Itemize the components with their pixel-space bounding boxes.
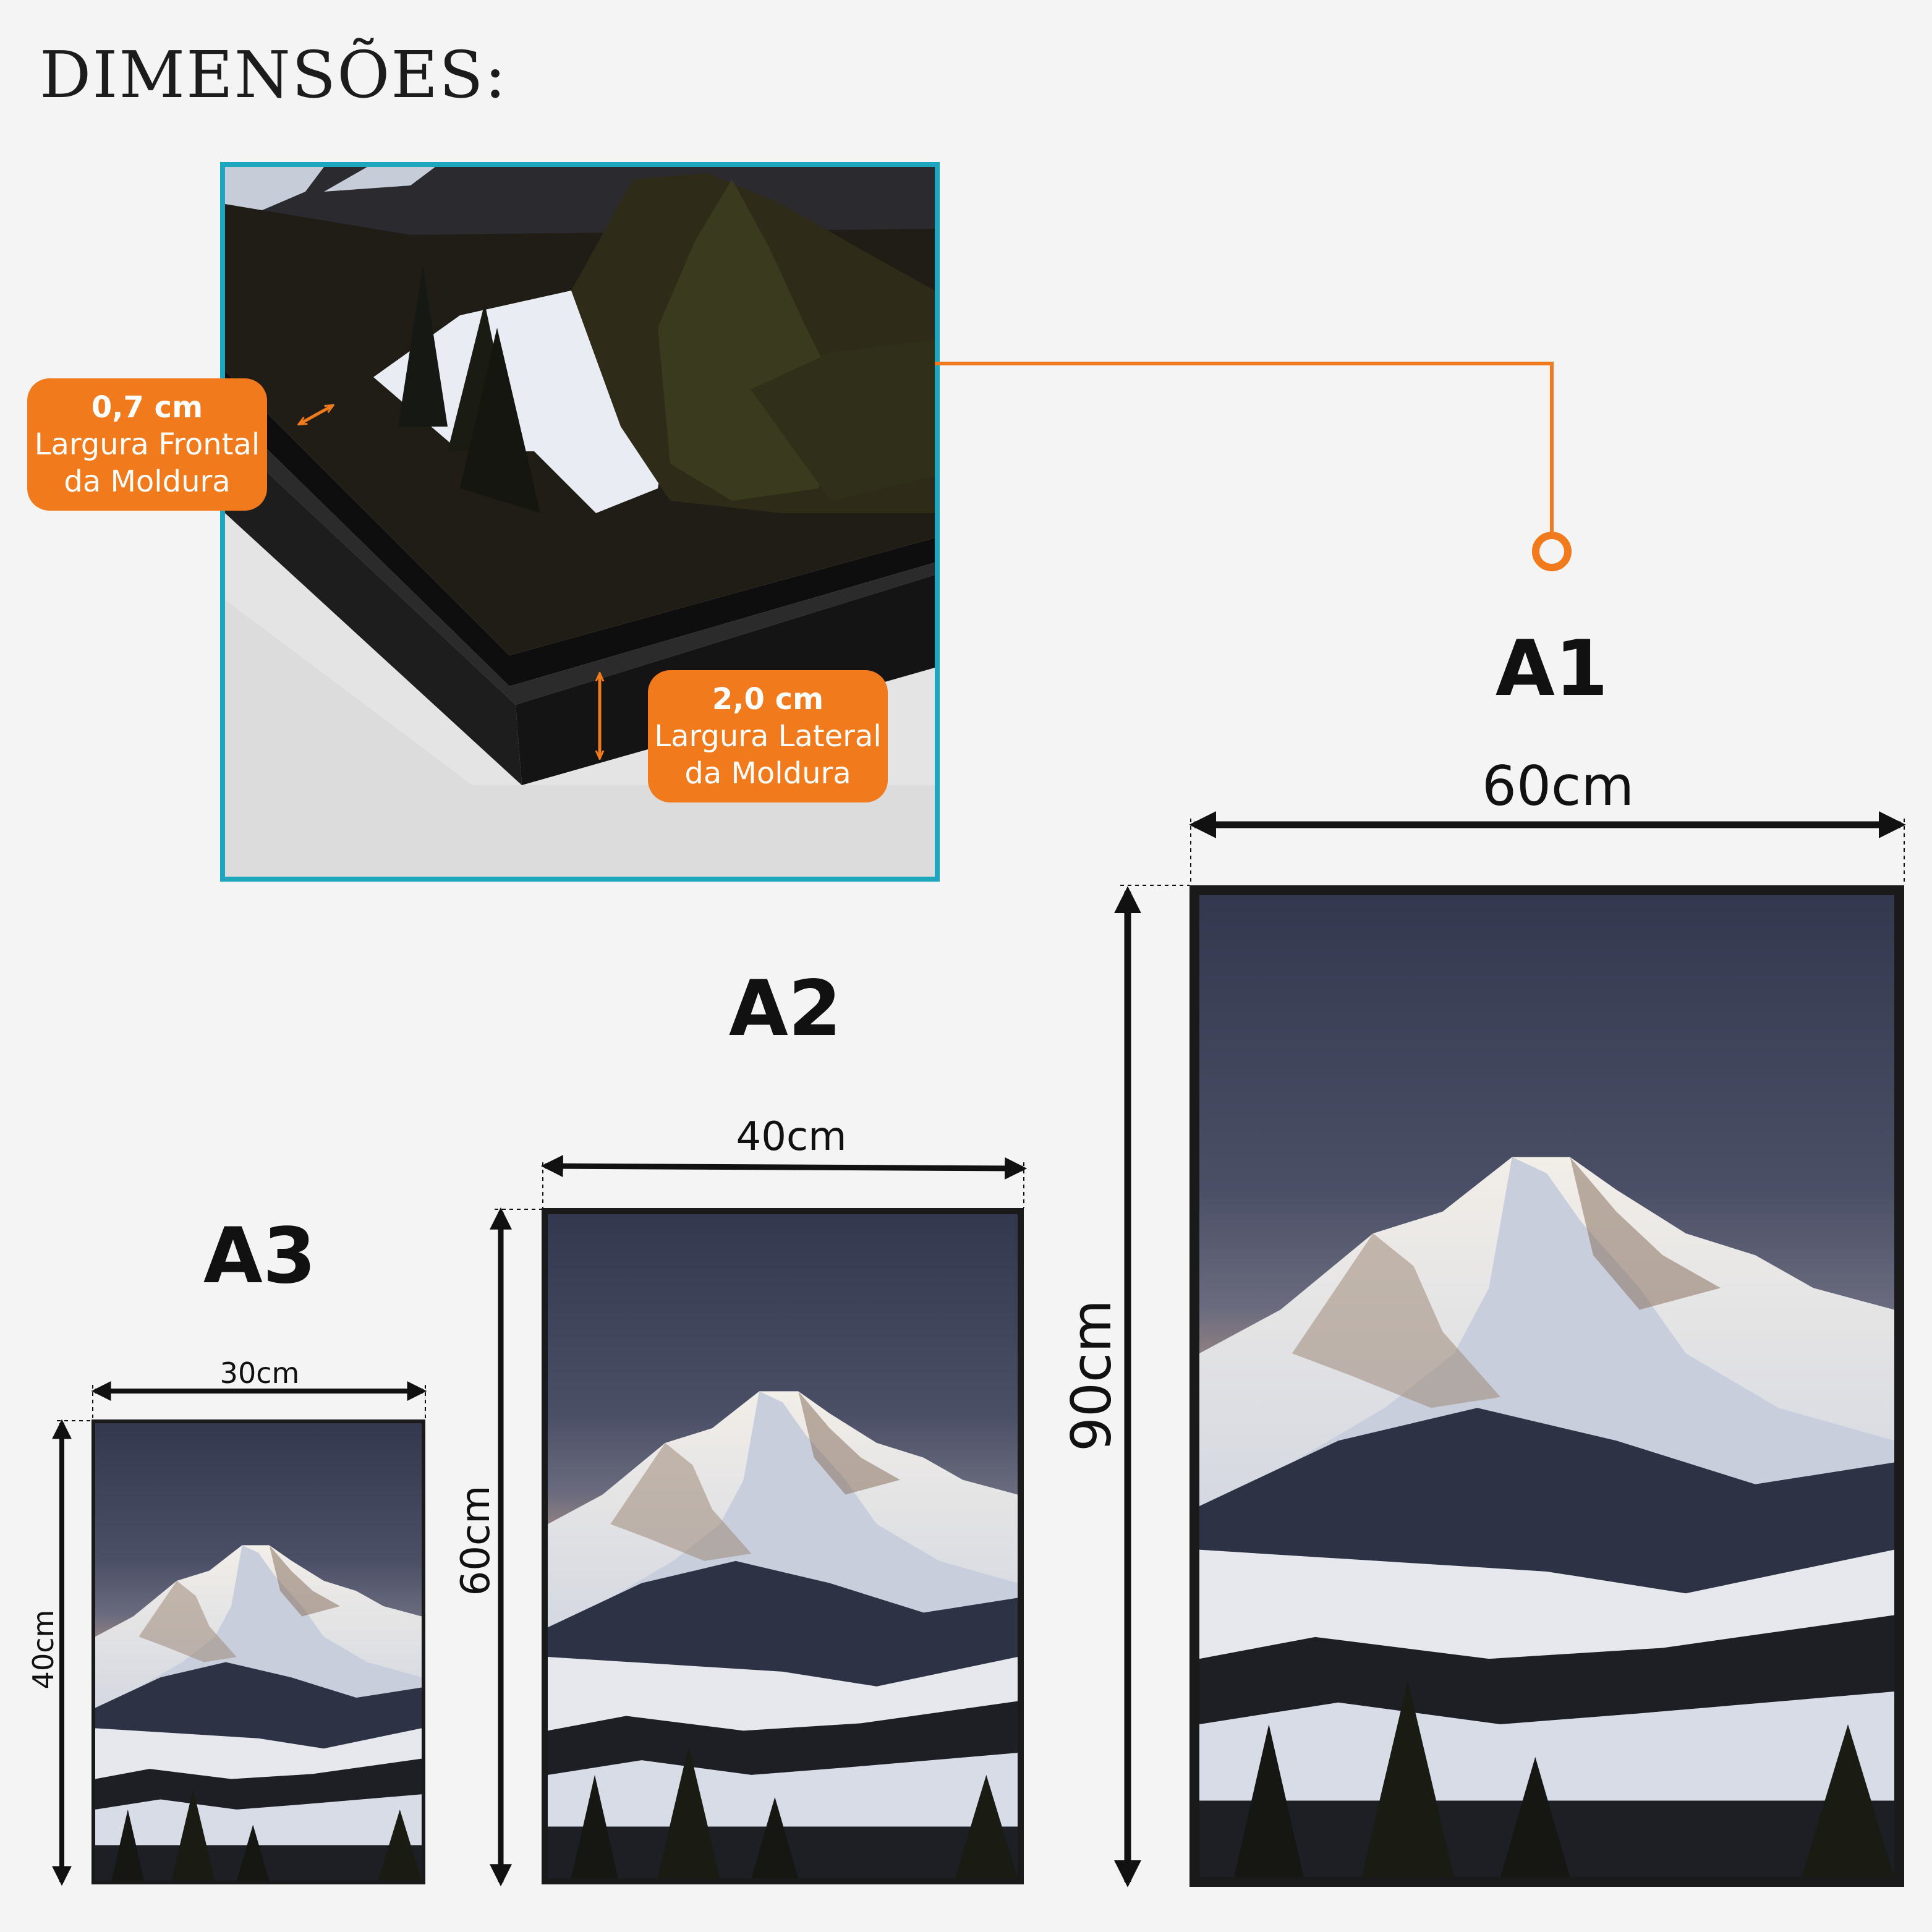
connector-ring-icon [1532, 532, 1572, 571]
frame-detail-image [220, 162, 940, 882]
size-label-a1: A1 [1495, 624, 1609, 713]
poster-a1 [1189, 885, 1904, 1887]
poster-a2 [542, 1208, 1024, 1884]
a1-width-label: 60cm [1481, 754, 1635, 818]
poster-a3 [91, 1419, 425, 1884]
side-width-value: 2,0 cm [712, 682, 824, 717]
side-width-callout: 2,0 cm Largura Lateral da Moldura [648, 670, 888, 802]
size-label-a2: A2 [728, 964, 842, 1053]
a2-width-arrow [540, 1155, 1028, 1180]
size-label-a3: A3 [203, 1212, 317, 1301]
front-width-value: 0,7 cm [91, 390, 203, 425]
front-width-double-arrow-icon [299, 406, 333, 424]
front-width-label-line1: Largura Frontal [34, 427, 260, 462]
detail-connector-line [935, 362, 1554, 535]
front-width-callout: 0,7 cm Largura Frontal da Moldura [27, 378, 267, 511]
front-width-label-line2: da Moldura [64, 464, 231, 499]
a2-width-label: 40cm [736, 1114, 847, 1160]
page-title: DIMENSÕES: [40, 37, 508, 113]
side-width-label-line2: da Moldura [684, 756, 851, 791]
side-width-label-line1: Largura Lateral [654, 719, 882, 754]
